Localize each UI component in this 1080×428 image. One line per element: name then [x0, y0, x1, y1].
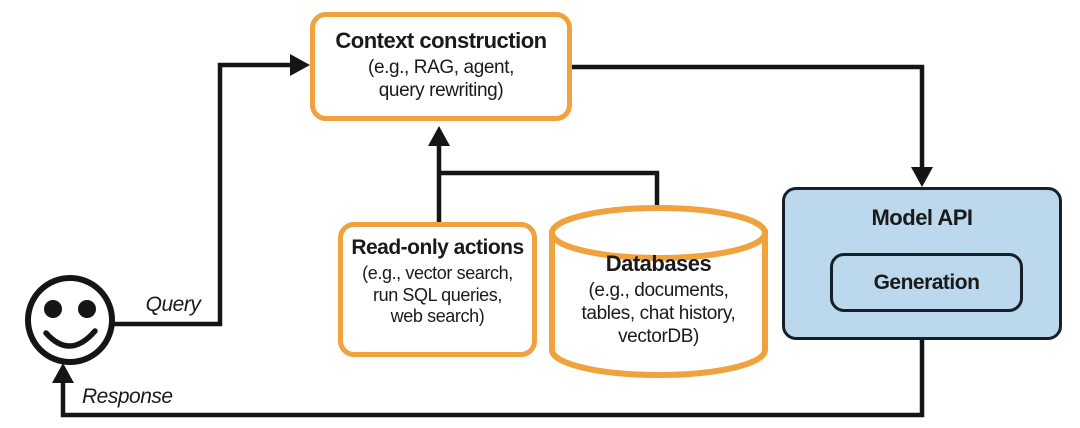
generation-box: Generation — [830, 253, 1023, 312]
read-only-actions-box: Read-only actions (e.g., vector search, … — [338, 222, 537, 357]
context-to-model-connector — [572, 64, 933, 187]
model-api-box: Model API Generation — [782, 187, 1062, 340]
model-api-title: Model API — [871, 205, 973, 230]
query-label: Query — [145, 293, 201, 316]
readonly-to-context-connector — [428, 126, 450, 224]
databases-title: Databases — [605, 251, 712, 276]
user-smiley-icon — [25, 275, 115, 365]
response-connector — [52, 338, 925, 418]
arrowhead-icon — [52, 363, 74, 383]
databases-label-block: Databases (e.g., documents, tables, chat… — [552, 251, 765, 349]
database-cylinder-icon — [549, 205, 768, 378]
response-label: Response — [82, 385, 173, 408]
arrowhead-icon — [911, 167, 933, 187]
arrowhead-icon — [428, 126, 450, 146]
context-construction-title: Context construction — [335, 28, 547, 53]
arrowhead-icon — [290, 54, 310, 76]
generation-label: Generation — [873, 270, 980, 294]
query-connector — [110, 54, 310, 327]
databases-branch-connector — [439, 170, 660, 210]
databases-subtitle: (e.g., documents, tables, chat history, … — [581, 280, 736, 347]
read-only-actions-title: Read-only actions — [351, 236, 524, 259]
context-construction-box: Context construction (e.g., RAG, agent, … — [310, 12, 572, 121]
read-only-actions-subtitle: (e.g., vector search, run SQL queries, w… — [362, 263, 513, 327]
context-construction-subtitle: (e.g., RAG, agent, query rewriting) — [368, 57, 514, 101]
